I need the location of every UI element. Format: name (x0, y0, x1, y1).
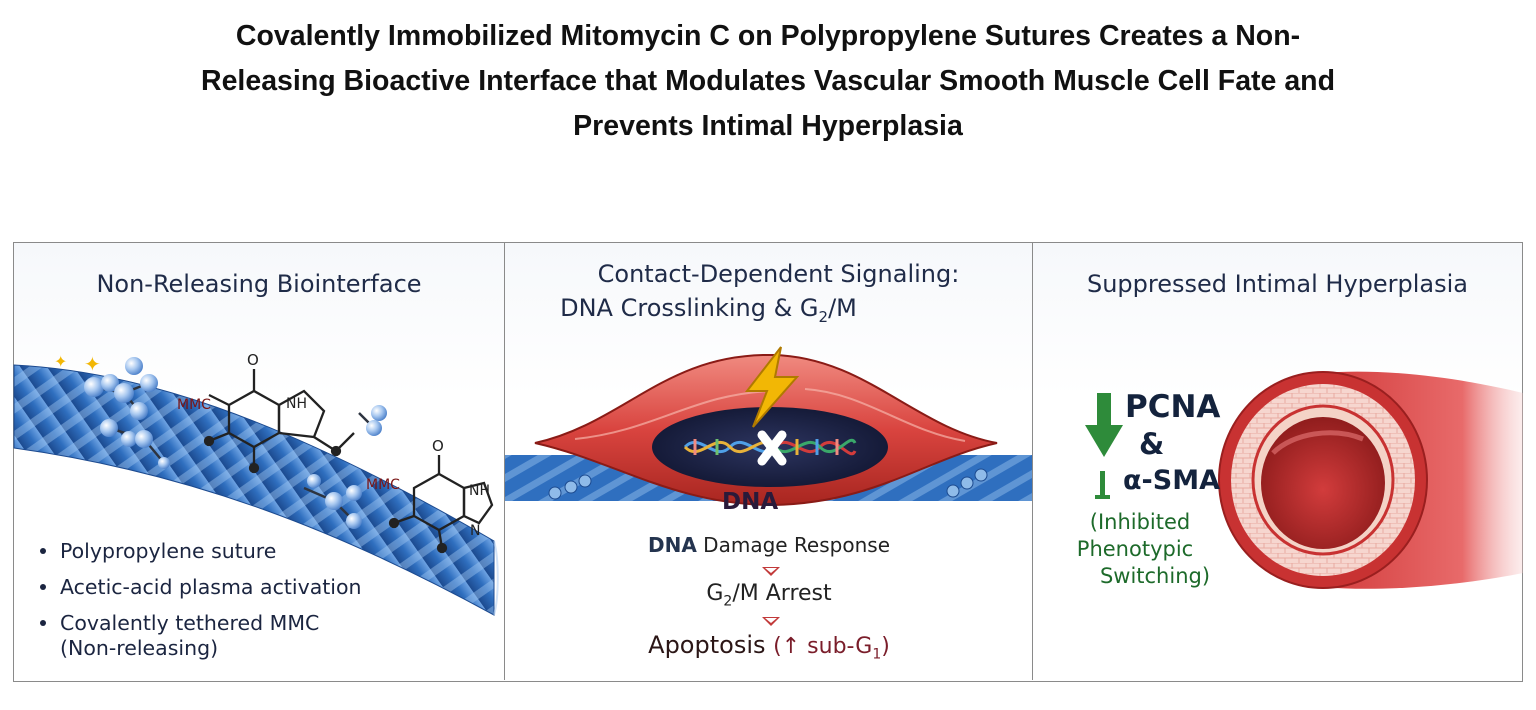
nh-label: NH (286, 396, 307, 412)
down-arrow-icon (762, 567, 780, 576)
figure-frame: Non-Releasing Biointerface (13, 242, 1523, 682)
step-apoptosis: Apoptosis (↑ sub-G1) (648, 631, 890, 663)
dna-helix-icon (683, 439, 857, 455)
panel-title: Suppressed Intimal Hyperplasia (1086, 270, 1468, 298)
smooth-muscle-cell-illustration (505, 346, 1033, 507)
step-g2m-arrest: G2/M Arrest (706, 581, 832, 610)
dna-label: DNA (722, 489, 779, 515)
panel-contact-dependent-signaling: Contact-Dependent Signaling: DNA Crossli… (504, 243, 1033, 680)
sparkle-icon: ✦ (84, 352, 101, 376)
title-line-2: Releasing Bioactive Interface that Modul… (201, 65, 1335, 97)
list-item: Covalently tethered MMC(Non-releasing) (36, 605, 362, 661)
figure-title: Covalently Immobilized Mitomycin C on Po… (0, 14, 1536, 149)
list-item-subtext: (Non-releasing) (60, 636, 219, 660)
oxygen-label: O (432, 437, 444, 455)
mmc-molecule-1 (203, 369, 355, 474)
mmc-molecule-2 (388, 455, 494, 554)
pcna-label: PCNA (1125, 389, 1221, 425)
alpha-sma-label: α-SMA (1123, 465, 1220, 496)
step-dna-damage-response: DNA Damage Response (648, 533, 890, 557)
panel-non-releasing-biointerface: Non-Releasing Biointerface (13, 243, 504, 680)
list-item: Acetic-acid plasma activation (36, 569, 362, 605)
feature-list: Polypropylene suture Acetic-acid plasma … (36, 533, 362, 661)
ampersand-label: & (1139, 427, 1165, 461)
panel-title: Contact-Dependent Signaling: DNA Crossli… (505, 257, 1032, 334)
nh-label: NH (469, 483, 490, 499)
title-line-1: Covalently Immobilized Mitomycin C on Po… (235, 20, 1301, 52)
linker-molecules (548, 468, 988, 500)
x-mark-icon (757, 430, 787, 466)
sparkle-icon: ✦ (54, 352, 67, 371)
panel-suppressed-intimal-hyperplasia: Suppressed Intimal Hyperplasia (1032, 243, 1523, 680)
inhibition-bar-icon (1095, 471, 1110, 499)
inhibited-switching-note: (Inhibited Phenotypic Switching) (1076, 510, 1211, 588)
atom-spheres (84, 357, 387, 529)
down-arrow-icon (1085, 393, 1123, 457)
oxygen-label: O (247, 351, 259, 369)
lightning-bolt-icon (744, 346, 800, 428)
mmc-label: MMC (177, 397, 211, 413)
panel-title: Non-Releasing Biointerface (96, 270, 422, 298)
down-arrow-icon (762, 617, 780, 626)
title-line-3: Prevents Intimal Hyperplasia (573, 110, 963, 142)
vessel-illustration (1085, 371, 1523, 589)
panel-title-line-2: DNA Crosslinking & G2/M (560, 294, 857, 326)
panel-title-line-1: Contact-Dependent Signaling: (597, 260, 960, 288)
mmc-label: MMC (366, 477, 400, 493)
list-item: Polypropylene suture (36, 533, 362, 569)
suture-molecule-illustration: ✦ ✦ (13, 351, 499, 616)
nitrogen-label: N (470, 523, 480, 539)
